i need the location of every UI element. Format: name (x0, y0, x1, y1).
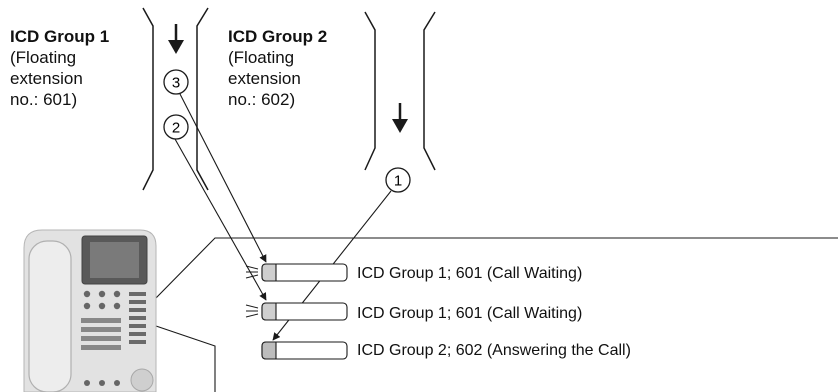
telephone-icon (23, 229, 157, 392)
ringing-indicator-icon (245, 265, 259, 279)
call-marker-2: 2 (163, 114, 189, 140)
queue-group-1 (142, 7, 209, 191)
call-marker-3: 3 (163, 69, 189, 95)
ringing-indicator-icon (245, 304, 259, 318)
icd-group-1-description: (Floating extension no.: 601) (10, 48, 83, 109)
icd-group-2-description: (Floating extension no.: 602) (228, 48, 301, 109)
line-label-3: ICD Group 2; 602 (Answering the Call) (357, 342, 631, 359)
callout-outline-lower (155, 325, 216, 392)
icd-group-2-title: ICD Group 2 (228, 27, 328, 46)
line-label-2: ICD Group 1; 601 (Call Waiting) (357, 305, 583, 322)
connector-arrow-3 (179, 93, 267, 263)
svg-text:1: 1 (394, 173, 402, 190)
line-label-1: ICD Group 1; 601 (Call Waiting) (357, 265, 583, 282)
down-arrow-icon (392, 103, 408, 133)
call-marker-1: 1 (385, 167, 411, 193)
line-key-1 (261, 263, 348, 282)
queue-group-2 (364, 11, 436, 171)
line-key-3 (261, 341, 348, 360)
icd-group-1-title: ICD Group 1 (10, 27, 110, 46)
down-arrow-icon (168, 24, 184, 54)
svg-text:2: 2 (172, 120, 180, 137)
connector-arrow-2 (174, 138, 267, 301)
svg-text:3: 3 (172, 75, 180, 92)
line-key-2 (261, 302, 348, 321)
callout-outline (155, 237, 838, 299)
